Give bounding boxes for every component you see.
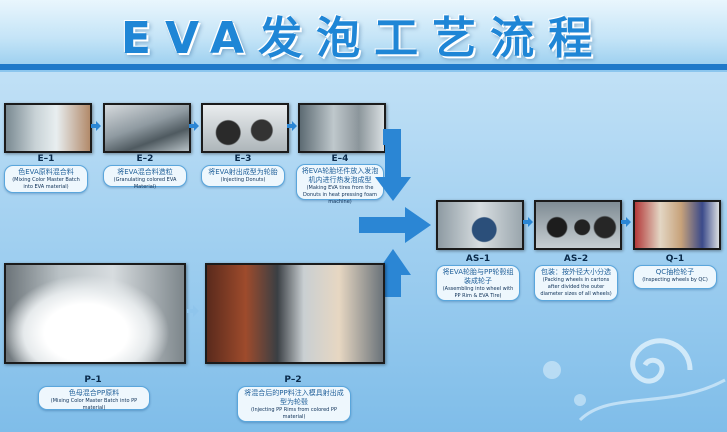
header [0, 0, 727, 64]
step-code-q1: Q–1 [665, 254, 685, 264]
step-code-e2: E–2 [136, 154, 154, 164]
arrow-e3-e4-icon [287, 121, 297, 131]
arrow-p1-p2-icon [187, 305, 199, 317]
step-label-e1: 色EVA原料混合料 (Mixing Color Master Batch int… [4, 165, 88, 193]
photo-as2 [534, 200, 622, 250]
step-label-e2: 将EVA混合料造粒 (Granulating colored EVA Mater… [103, 165, 187, 190]
photo-e4 [298, 103, 386, 153]
step-code-e3: E–3 [234, 154, 252, 164]
page-title: EVA发泡工艺流程 [120, 13, 607, 64]
step-label-as1: 将EVA轮胎与PP轮毂组装成轮子 (Assembling into wheel … [436, 265, 520, 301]
step-label-e3: 将EVA射出成型为轮胎 (Injecting Donuts) [201, 165, 285, 187]
arrow-as2-q1-icon [621, 217, 631, 227]
step-code-e1: E–1 [37, 154, 55, 164]
step-code-as1: AS–1 [465, 254, 491, 264]
step-label-p1: 色母混合PP原料 (Mixing Color Master Batch into… [38, 386, 150, 411]
step-label-q1: QC抽检轮子 (Inspecting wheels by QC) [633, 265, 717, 289]
step-label-p2: 将混合后的PP料注入模具射出成型为轮毂 (Injecting PP Rims f… [237, 386, 351, 422]
arrow-e2-e3-icon [189, 121, 199, 131]
step-code-p2: P–2 [284, 375, 302, 385]
swirl-decoration [543, 338, 726, 422]
photo-e3 [201, 103, 289, 153]
photo-e2 [103, 103, 191, 153]
header-band-light [0, 70, 727, 72]
photo-p2 [205, 263, 385, 364]
step-label-e4: 将EVA轮胎坯件放入发泡机内进行热发泡成型 (Making EVA tires … [296, 164, 384, 205]
step-label-as2: 包装：按外径大小分选 (Packing wheels in cartons af… [534, 265, 618, 301]
photo-p1 [4, 263, 186, 364]
step-code-p1: P–1 [84, 375, 102, 385]
arrow-as1-as2-icon [523, 217, 533, 227]
photo-q1 [633, 200, 721, 250]
step-code-e4: E–4 [331, 154, 349, 164]
photo-as1 [436, 200, 524, 250]
arrow-e1-e2-icon [91, 121, 101, 131]
photo-e1 [4, 103, 92, 153]
header-band [0, 64, 727, 70]
step-code-as2: AS–2 [563, 254, 589, 264]
